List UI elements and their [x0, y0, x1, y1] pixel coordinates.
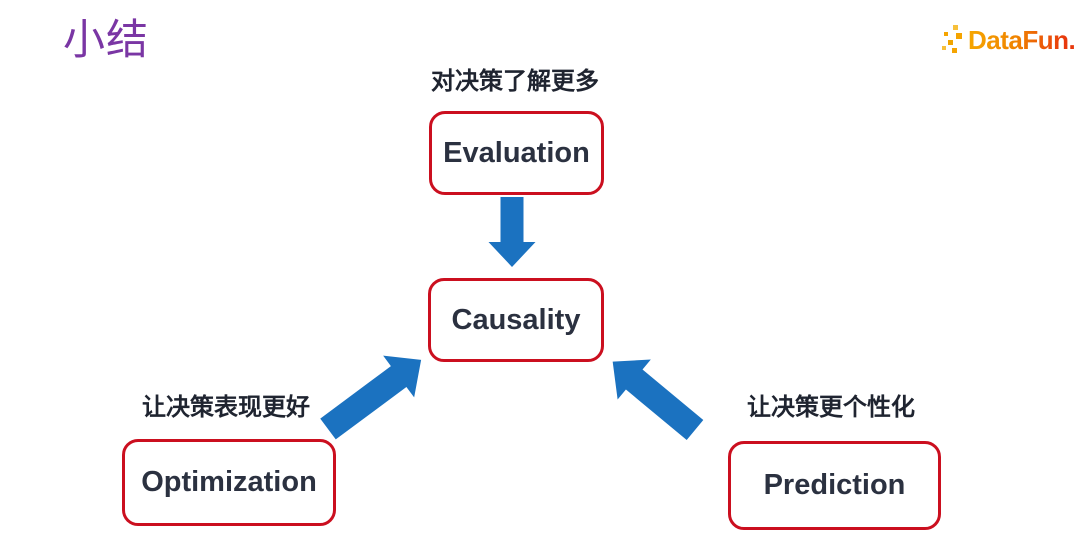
caption-optimization: 让决策表现更好 — [142, 394, 310, 421]
node-prediction: Prediction — [728, 441, 941, 530]
datafun-logo-pixels-icon — [942, 25, 962, 53]
node-prediction-label: Prediction — [763, 469, 906, 501]
node-evaluation-label: Evaluation — [443, 136, 590, 169]
node-causality-label: Causality — [451, 303, 581, 336]
node-optimization: Optimization — [122, 439, 336, 526]
node-causality: Causality — [428, 278, 604, 362]
arrow-evaluation-to-causality-icon — [488, 197, 536, 267]
node-evaluation: Evaluation — [429, 111, 604, 195]
node-optimization-label: Optimization — [141, 466, 317, 498]
datafun-logo: DataFun. — [942, 24, 1076, 56]
arrow-prediction-to-causality-icon — [612, 359, 704, 441]
caption-evaluation: 对决策了解更多 — [431, 68, 599, 95]
slide-title: 小结 — [63, 16, 150, 63]
datafun-logo-text: DataFun. — [968, 24, 1076, 55]
caption-prediction: 让决策更个性化 — [747, 394, 915, 421]
arrow-optimization-to-causality-icon — [320, 355, 422, 440]
